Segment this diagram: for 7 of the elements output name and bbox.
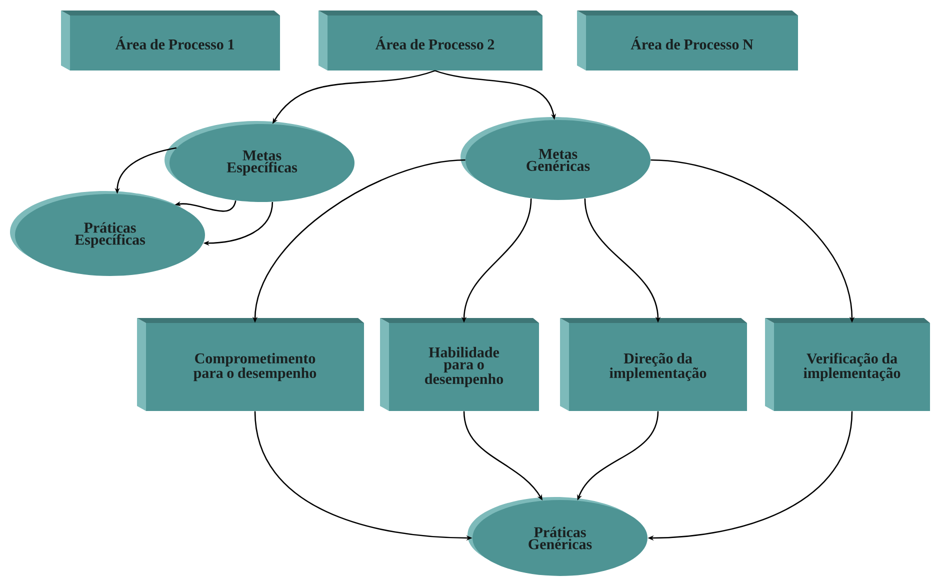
process-box: Área de Processo N (577, 10, 798, 70)
process-box: Direção da implementação (560, 318, 747, 411)
process-box: Habilidade para o desempenho (380, 318, 539, 411)
process-box: Verificação da implementação (765, 318, 930, 411)
process-box: Área de Processo 2 (318, 10, 542, 70)
process-box: Área de Processo 1 (61, 10, 280, 70)
process-box: Comprometimento para o desempenho (137, 318, 364, 411)
